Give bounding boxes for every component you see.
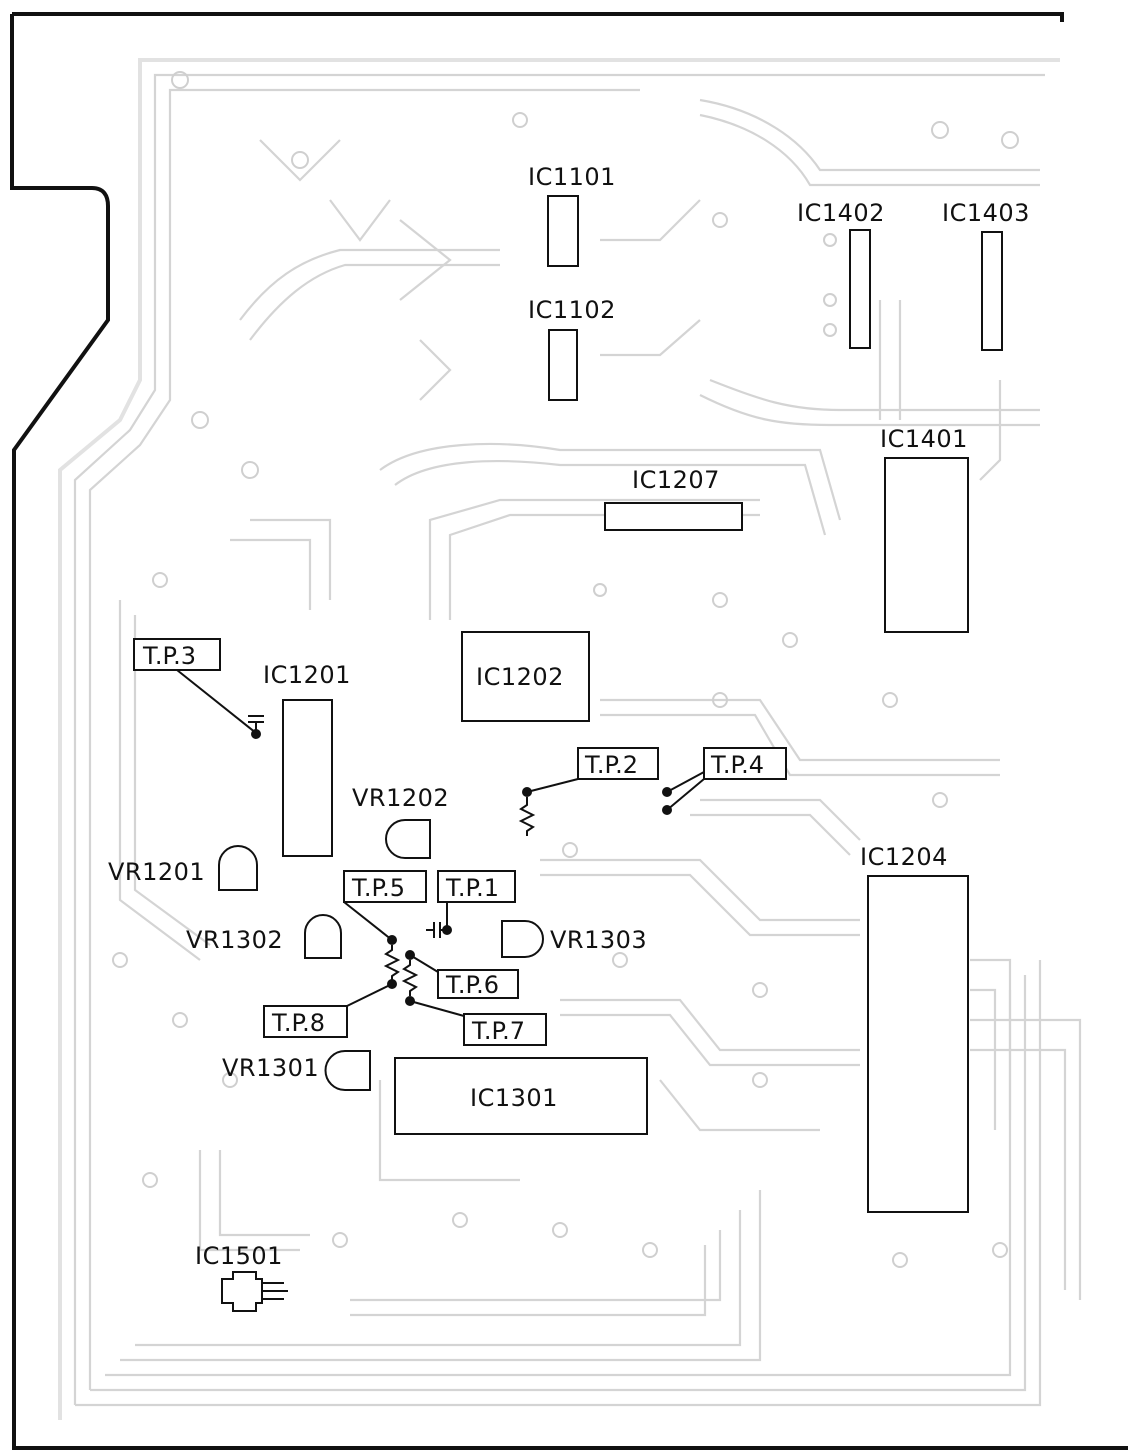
tp2-box — [577, 747, 659, 780]
tp3-group: T.P.3 — [133, 638, 264, 739]
tp7-label: T.P.7 — [471, 1017, 525, 1045]
ic1401-label: IC1401 — [880, 425, 968, 453]
ic1301-label: IC1301 — [470, 1084, 558, 1112]
tp8-lead — [346, 983, 393, 1007]
vr1301-symbol — [324, 1050, 371, 1091]
ic1301-group: IC1301 — [394, 1057, 648, 1135]
vr1302-symbol — [304, 914, 342, 959]
ic1204-outline — [867, 875, 969, 1213]
ic1501-outline — [221, 1271, 263, 1312]
ic1207-outline — [604, 502, 743, 531]
ic1202-outline — [461, 631, 590, 722]
tp5-group: T.P.5 — [343, 870, 427, 984]
tp4-point-a — [662, 787, 672, 797]
ic1207-group: IC1207 — [604, 466, 743, 531]
vr1302-label: VR1302 — [186, 926, 283, 954]
tp4-lead — [666, 771, 705, 811]
tp3-lead — [176, 669, 257, 734]
tp7-lead — [409, 1000, 465, 1017]
ic1501-group: IC1501 — [195, 1242, 288, 1312]
vr1201-group: VR1201 — [108, 845, 258, 891]
ic1101-group: IC1101 — [528, 163, 616, 267]
tp5-resistor — [383, 945, 401, 984]
ic1101-label: IC1101 — [528, 163, 616, 191]
ic1401-group: IC1401 — [880, 425, 969, 633]
ic1301-outline — [394, 1057, 648, 1135]
ic1207-label: IC1207 — [632, 466, 720, 494]
tp2-resistor — [518, 797, 536, 836]
tp7-group: T.P.7 — [405, 996, 547, 1046]
vr1201-symbol — [218, 845, 258, 891]
ic1403-outline — [981, 231, 1003, 351]
ic1102-group: IC1102 — [528, 296, 616, 401]
ic1102-label: IC1102 — [528, 296, 616, 324]
ic1403-label: IC1403 — [942, 199, 1030, 227]
ic1204-label: IC1204 — [860, 843, 948, 871]
ic1201-group: IC1201 — [263, 661, 351, 857]
tp6-label: T.P.6 — [445, 971, 499, 999]
ic1401-outline — [884, 457, 969, 633]
tp2-lead — [526, 778, 579, 793]
ic1201-label: IC1201 — [263, 661, 351, 689]
tp6-group: T.P.6 — [401, 950, 519, 999]
vr1303-group: VR1303 — [501, 920, 647, 958]
tp2-label: T.P.2 — [584, 751, 638, 779]
vr1201-label: VR1201 — [108, 858, 205, 886]
vr1202-label: VR1202 — [352, 784, 449, 812]
tp8-label: T.P.8 — [271, 1009, 325, 1037]
tp4-box — [703, 747, 787, 780]
tp4-label: T.P.4 — [710, 751, 764, 779]
tp6-box — [437, 969, 519, 999]
tp1-box — [437, 870, 516, 903]
vr1202-symbol — [385, 819, 431, 859]
board-outline — [10, 12, 1128, 1450]
ic1402-label: IC1402 — [797, 199, 885, 227]
tp6-lead — [409, 954, 439, 973]
tp5-box — [343, 870, 427, 903]
tp3-label: T.P.3 — [142, 642, 196, 670]
vr1301-label: VR1301 — [222, 1054, 319, 1082]
pcb-traces — [58, 58, 1082, 1420]
tp5-point — [387, 935, 397, 945]
ic1501-pins — [262, 1282, 288, 1300]
tp8-point — [387, 979, 397, 989]
tp2-group: T.P.2 — [518, 747, 659, 836]
ic1501-label: IC1501 — [195, 1242, 283, 1270]
tp1-group: T.P.1 — [426, 870, 516, 938]
vr1303-label: VR1303 — [550, 926, 647, 954]
ic1201-outline — [282, 699, 333, 857]
vr1302-group: VR1302 — [186, 914, 342, 959]
ic1403-group: IC1403 — [942, 199, 1030, 351]
ic1101-outline — [547, 195, 579, 267]
tp2-point — [522, 787, 532, 797]
ic1202-label: IC1202 — [476, 663, 564, 691]
tp6-point — [405, 950, 415, 960]
vr1303-symbol — [501, 920, 544, 958]
ic1202-group: IC1202 — [461, 631, 590, 722]
tp6-resistor — [401, 960, 419, 996]
vr1301-group: VR1301 — [222, 1050, 371, 1091]
vr1202-group: VR1202 — [352, 784, 449, 859]
tp8-group: T.P.8 — [263, 979, 397, 1038]
ic1204-group: IC1204 — [860, 843, 969, 1213]
tp3-point — [251, 729, 261, 739]
tp1-label: T.P.1 — [445, 874, 499, 902]
tp8-box — [263, 1005, 348, 1038]
ic1102-outline — [548, 329, 578, 401]
ic1402-group: IC1402 — [797, 199, 885, 349]
tp5-lead — [343, 901, 393, 941]
tp1-point — [442, 925, 452, 935]
ic1402-outline — [849, 229, 871, 349]
tp7-box — [463, 1013, 547, 1046]
tp5-label: T.P.5 — [351, 874, 405, 902]
tp4-group: T.P.4 — [662, 747, 787, 815]
tp1-capacitor — [426, 922, 446, 938]
tp4-point-b — [662, 805, 672, 815]
tp7-point — [405, 996, 415, 1006]
